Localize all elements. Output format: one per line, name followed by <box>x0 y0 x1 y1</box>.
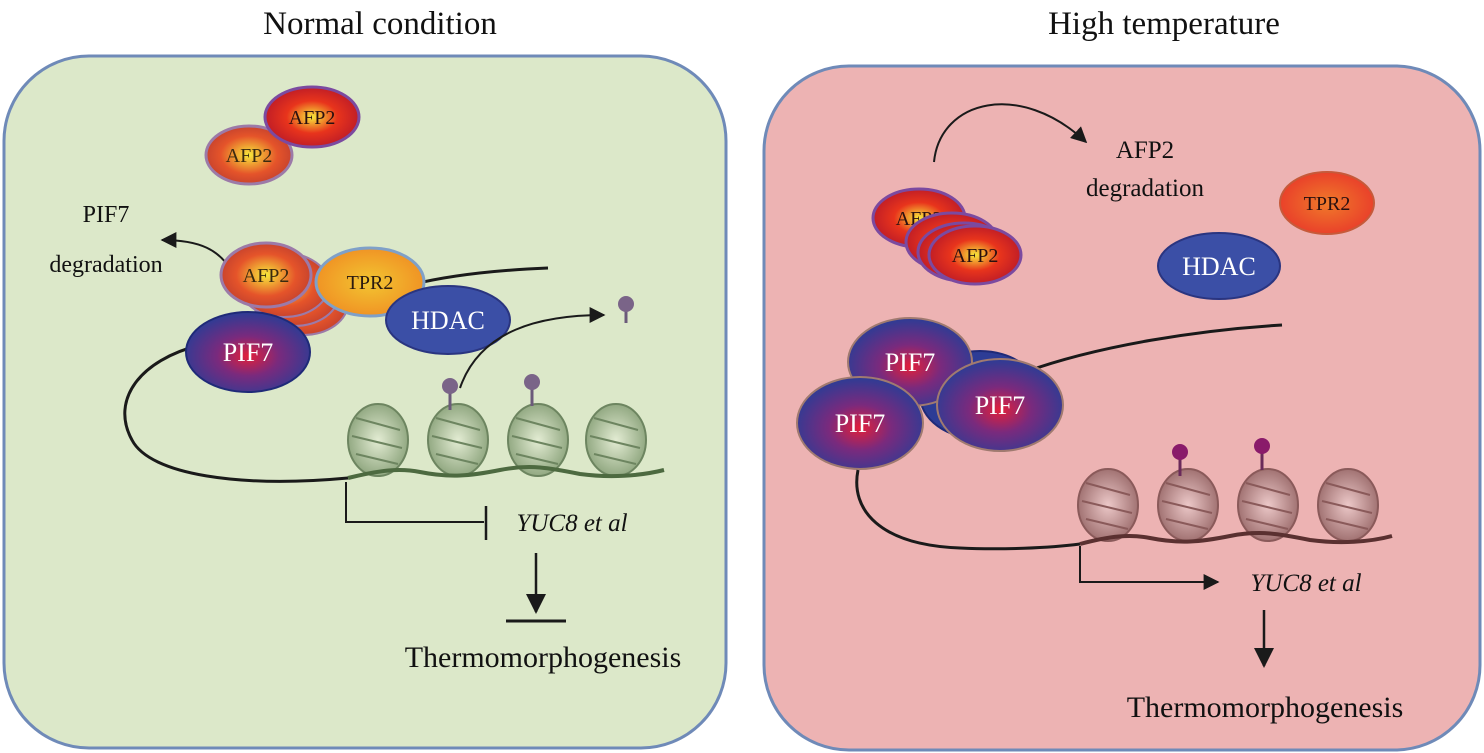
afp2-protein <box>219 241 313 309</box>
pif7-protein <box>936 358 1064 452</box>
hdac-label: HDAC <box>411 306 485 335</box>
output-label: Thermomorphogenesis <box>1127 691 1404 724</box>
afp2-protein <box>927 224 1023 286</box>
pif7-label: PIF7 <box>223 338 274 367</box>
afp2-degradation-label: AFP2 <box>1116 137 1174 164</box>
nucleosome-icon <box>1317 468 1379 542</box>
afp2-label: AFP2 <box>289 107 336 129</box>
dna-strand <box>123 343 349 483</box>
dna-strand <box>1024 323 1283 374</box>
pif7-degradation-label: degradation <box>49 252 162 278</box>
tpr2-protein <box>314 246 426 318</box>
hdac-protein <box>385 285 511 355</box>
lollipop-mark-icon <box>442 378 458 410</box>
transcription-line <box>345 482 484 523</box>
hdac-protein <box>1157 232 1281 300</box>
lollipop-mark-icon <box>618 296 634 323</box>
dna-strand <box>1079 531 1393 546</box>
normal-panel-title: Normal condition <box>263 6 497 42</box>
nucleosome-icon <box>585 403 647 477</box>
normal-panel-box <box>2 54 728 750</box>
afp2-label: AFP2 <box>952 245 999 267</box>
dna-strand <box>347 465 665 480</box>
arrow-icon <box>933 103 1088 163</box>
pif7-protein <box>185 311 311 393</box>
lollipop-mark-icon <box>524 374 540 406</box>
arrow-icon <box>459 307 606 389</box>
afp2-label: AFP2 <box>243 265 290 287</box>
pif7-label: PIF7 <box>835 409 886 438</box>
output-label: Thermomorphogenesis <box>405 641 682 674</box>
afp2-protein <box>263 85 361 149</box>
pif7-label: PIF7 <box>975 391 1026 420</box>
pif7-protein <box>796 376 924 470</box>
nucleosome-icon <box>1157 468 1219 542</box>
pif7-label: PIF7 <box>885 348 936 377</box>
gene-label: YUC8 et al <box>516 510 627 537</box>
afp2-degradation-label: degradation <box>1086 175 1205 202</box>
high-panel-title: High temperature <box>1048 6 1280 42</box>
tpr2-label: TPR2 <box>347 272 394 294</box>
hdac-label: HDAC <box>1182 252 1256 281</box>
lollipop-mark-icon <box>1254 438 1270 470</box>
tpr2-protein <box>1279 171 1375 235</box>
pif7-degradation-label: PIF7 <box>83 202 130 228</box>
gene-label: YUC8 et al <box>1250 570 1361 597</box>
afp2-protein <box>204 124 294 186</box>
nucleosome-icon <box>507 403 569 477</box>
nucleosome-icon <box>347 403 409 477</box>
nucleosome-icon <box>1237 468 1299 542</box>
nucleosome-icon <box>1077 468 1139 542</box>
tpr2-label: TPR2 <box>1304 193 1351 215</box>
afp2-label: AFP2 <box>226 145 273 167</box>
nucleosome-icon <box>427 403 489 477</box>
lollipop-mark-icon <box>1172 444 1188 476</box>
transcription-line <box>1079 546 1220 590</box>
dna-strand <box>855 469 1081 551</box>
